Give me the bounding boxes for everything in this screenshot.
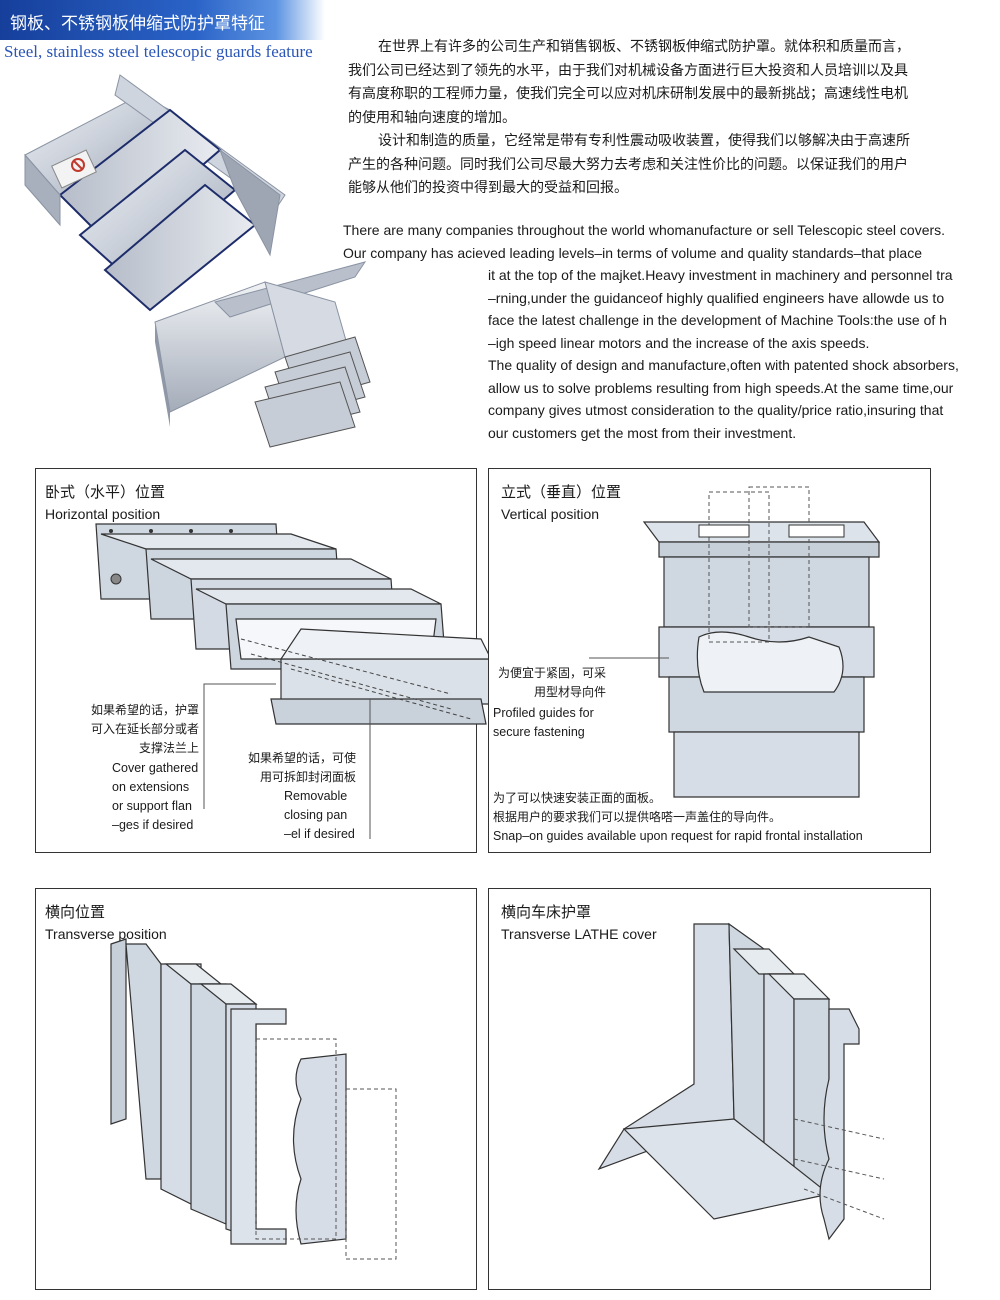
panel-title-en: Transverse position — [45, 926, 167, 942]
intro-cn-line: 能够从他们的投资中得到最大的受益和回报。 — [348, 180, 628, 196]
intro-en-line: –rning,under the guidanceof highly quali… — [488, 289, 945, 306]
intro-en-line: our customers get the most from their in… — [488, 424, 797, 441]
intro-en-body: it at the top of the majket.Heavy invest… — [488, 264, 993, 444]
panel-transverse: 横向位置 Transverse position — [35, 888, 477, 1290]
note-horizontal-2-cn: 如果希望的话，可使 用可拆卸封闭面板 — [241, 749, 356, 787]
intro-cn-line: 产生的各种问题。同时我们公司尽最大努力去考虑和关注性价比的问题。以保证我们的用户 — [348, 156, 908, 173]
intro-en-line: Our company has acieved leading levels–i… — [343, 244, 922, 261]
intro-cn-line: 有高度称职的工程师力量，使我们完全可以应对机床研制发展中的最新挑战；高速线性电机 — [348, 86, 908, 102]
panel-title-cn: 立式（垂直）位置 — [501, 483, 622, 501]
note-horizontal-1-cn: 如果希望的话，护罩 可入在延长部分或者 支撑法兰上 — [84, 701, 199, 758]
note-vertical-2-cn: 为了可以快速安装正面的面板。 根据用户的要求我们可以提供咯嗒一声盖住的导向件。 — [493, 789, 781, 827]
product-photo-telescopic-cover-1 — [24, 74, 286, 312]
panel-title-en: Horizontal position — [45, 506, 161, 522]
note-line: 如果希望的话，护罩 — [90, 703, 199, 717]
intro-en-line: allow us to solve problems resulting fro… — [488, 379, 954, 396]
note-line: on extensions — [112, 780, 190, 794]
note-vertical-2-en: Snap–on guides available upon request fo… — [493, 829, 863, 843]
panel-title-en: Transverse LATHE cover — [501, 926, 657, 942]
note-line: Cover gathered — [112, 761, 199, 775]
page-title-cn: 钢板、不锈钢板伸缩式防护罩特征 — [10, 14, 265, 34]
diagram-horizontal-cover — [95, 523, 492, 725]
note-line: 支撑法兰上 — [138, 741, 199, 755]
intro-en-line: company gives utmost consideration to th… — [488, 402, 944, 418]
note-line: or support flan — [112, 799, 192, 813]
note-line: 为了可以快速安装正面的面板。 — [493, 791, 662, 805]
leader-line-vertical — [589, 657, 669, 659]
product-photo-telescopic-cover-2 — [154, 261, 371, 448]
intro-cn-line: 在世界上有许多的公司生产和销售钢板、不锈钢板伸缩式防护罩。就体积和质量而言， — [378, 39, 910, 55]
panel-title-cn: 横向车床护罩 — [501, 903, 592, 921]
panel-title-cn: 横向位置 — [45, 903, 106, 921]
page-title-en: Steel, stainless steel telescopic guards… — [4, 42, 313, 61]
note-line: 如果希望的话，可使 — [247, 751, 356, 765]
panel-lathe: 横向车床护罩 Transverse LATHE cover — [488, 888, 931, 1290]
diagram-vertical-cover — [642, 486, 881, 798]
note-vertical-1-en: Profiled guides for secure fastening — [493, 704, 594, 742]
note-horizontal-2-en: Removable closing pan –el if desired — [284, 787, 355, 844]
intro-en-line: face the latest challenge in the develop… — [488, 312, 947, 328]
note-line: closing pan — [284, 808, 348, 822]
intro-en-line: There are many companies throughout the … — [343, 222, 946, 238]
note-line: Removable — [284, 789, 348, 803]
note-line: 用可拆卸封闭面板 — [259, 770, 356, 784]
note-line: secure fastening — [493, 725, 585, 739]
title-bar — [0, 0, 325, 40]
intro-en-line: –igh speed linear motors and the increas… — [488, 334, 870, 351]
panel-title-en: Vertical position — [501, 506, 600, 522]
note-line: Profiled guides for — [493, 706, 594, 720]
note-line: –el if desired — [284, 827, 355, 841]
note-line: 为便宜于紧固，可采 — [497, 666, 606, 680]
intro-en-line: it at the top of the majket.Heavy invest… — [488, 267, 953, 283]
note-horizontal-1-en: Cover gathered on extensions or support … — [112, 759, 198, 835]
intro-cn: 在世界上有许多的公司生产和销售钢板、不锈钢板伸缩式防护罩。就体积和质量而言， 我… — [348, 36, 993, 201]
panel-vertical: 立式（垂直）位置 Vertical position 为便宜于紧固，可采 用型材… — [488, 468, 931, 853]
diagram-transverse-cover — [110, 938, 397, 1260]
note-line: –ges if desired — [112, 818, 194, 832]
note-line: 可入在延长部分或者 — [90, 722, 199, 736]
panel-title-cn: 卧式（水平）位置 — [45, 483, 166, 501]
intro-cn-line: 设计和制造的质量，它经常是带有专利性震动吸收装置，使得我们以够解决由于高速所 — [378, 133, 910, 149]
intro-en-top: There are many companies throughout the … — [343, 219, 993, 264]
note-vertical-1-cn: 为便宜于紧固，可采 用型材导向件 — [494, 664, 606, 702]
diagram-lathe-cover — [597, 922, 885, 1241]
panel-horizontal: 卧式（水平）位置 Horizontal position 如果希望的话，护罩 — [35, 468, 492, 853]
intro-cn-line: 我们公司已经达到了领先的水平，由于我们对机械设备方面进行巨大投资和人员培训以及具 — [348, 62, 908, 79]
intro-cn-line: 的使用和轴向速度的增加。 — [348, 109, 516, 126]
note-line: 用型材导向件 — [533, 685, 606, 699]
note-line: 根据用户的要求我们可以提供咯嗒一声盖住的导向件。 — [493, 810, 782, 824]
intro-en-line: The quality of design and manufacture,of… — [488, 357, 959, 373]
leader-lines-horizontal — [203, 683, 371, 839]
